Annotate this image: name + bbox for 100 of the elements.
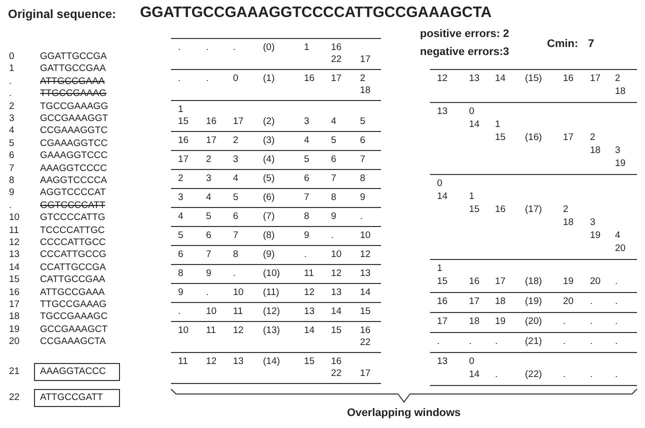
window-value: 8 <box>331 192 336 204</box>
window-value: 4 <box>615 230 620 242</box>
window-value: 9 <box>360 192 366 204</box>
window-value: 11 <box>206 325 216 337</box>
window-value: 4 <box>178 211 184 223</box>
window-value: 6 <box>206 230 212 242</box>
sequence-box: AAAGGTACCC <box>34 363 120 381</box>
window-value: 2 <box>233 135 238 147</box>
window-value: 9 <box>206 268 212 280</box>
window-value: 10 <box>178 325 189 337</box>
window-value: 5 <box>331 135 336 147</box>
window-value: 5 <box>360 116 366 128</box>
sequence-text: GATTGCCGAA <box>40 63 106 76</box>
window-number: (9) <box>263 249 275 261</box>
window-value: 17 <box>360 54 371 66</box>
window-value: 19 <box>615 158 626 170</box>
window-value: 14 <box>360 287 371 299</box>
sequence-text: GGATTGCCGAAAGGTCCCCATTGCCGAAAGCTA <box>140 4 492 22</box>
window-value: 14 <box>495 73 506 85</box>
window-number: (17) <box>525 204 542 216</box>
window-value: 12 <box>233 325 244 337</box>
window-value: 17 <box>360 368 371 380</box>
window-value: 15 <box>178 116 189 128</box>
window-value: . <box>304 249 307 261</box>
window-number: (11) <box>263 287 280 299</box>
window-value: 22 <box>331 368 342 380</box>
sequence-text: CCCATTGCCG <box>40 249 106 262</box>
window-number: (22) <box>525 369 542 381</box>
row-number: 6 <box>9 150 14 162</box>
window-value: 7 <box>360 154 366 166</box>
window-value: 17 <box>437 316 448 328</box>
window-value: 7 <box>206 249 212 261</box>
window-number: (0) <box>263 42 275 54</box>
window-value: 2 <box>178 173 184 185</box>
window-value: . <box>206 287 209 299</box>
window-value: 16 <box>331 356 342 368</box>
row-number: . <box>9 200 12 212</box>
window-value: 13 <box>233 356 244 368</box>
window-value: 14 <box>469 369 480 381</box>
sequence-text: CCGAAAGCTA <box>40 336 106 348</box>
window-value: 4 <box>233 173 238 185</box>
row-number: 7 <box>9 162 14 175</box>
window-value: 3 <box>590 217 596 229</box>
row-number: 14 <box>9 262 20 274</box>
window-value: 18 <box>469 316 480 328</box>
window-value: 1 <box>437 263 442 275</box>
window-value: 16 <box>563 73 574 85</box>
error-value: 2 <box>503 28 510 41</box>
window-value: . <box>615 296 618 308</box>
window-value: 5 <box>206 211 212 223</box>
window-number: (10) <box>263 268 280 280</box>
window-value: 16 <box>437 296 448 308</box>
window-value: . <box>590 316 593 328</box>
sequence-text: CCCCATTGCC <box>40 237 106 249</box>
window-value: 12 <box>437 73 448 85</box>
window-value: . <box>360 211 363 223</box>
window-value: . <box>495 369 498 381</box>
window-value: 12 <box>206 356 217 368</box>
error-label: negative errors: <box>420 46 504 59</box>
sequence-text: GCCGAAAGGT <box>40 113 108 125</box>
window-value: 6 <box>360 135 366 147</box>
window-value: . <box>590 336 593 348</box>
window-value: 7 <box>233 230 238 242</box>
window-value: 3 <box>178 192 184 204</box>
sequence-text: GGTCCCCATT <box>40 200 106 212</box>
row-number: 8 <box>9 175 14 187</box>
window-value: . <box>590 369 593 381</box>
row-number: 21 <box>9 366 20 378</box>
window-value: 18 <box>360 85 371 97</box>
window-value: . <box>615 276 618 288</box>
sequence-text: TTGCCGAAAG <box>40 88 107 100</box>
row-number: 4 <box>9 125 14 138</box>
window-value: 2 <box>615 73 620 85</box>
window-value: 15 <box>495 132 506 144</box>
sequence-text: ATTGCCGAAA <box>40 76 105 88</box>
window-number: (16) <box>525 132 542 144</box>
window-value: 17 <box>233 116 244 128</box>
window-value: 6 <box>233 211 238 223</box>
window-value: . <box>563 336 566 348</box>
window-number: (20) <box>525 316 542 328</box>
window-value: . <box>563 369 566 381</box>
sequence-text: CGAAAGGTCC <box>40 138 108 150</box>
window-value: 3 <box>615 145 620 157</box>
row-number: 5 <box>9 138 14 150</box>
sequence-text: GAAAGGTCCC <box>40 150 108 162</box>
window-number: (4) <box>263 154 275 166</box>
window-value: 1 <box>469 191 474 203</box>
window-number: (6) <box>263 192 275 204</box>
window-value: 0 <box>469 106 474 118</box>
window-value: 14 <box>304 325 315 337</box>
sequence-text: TCCCCATTGC <box>40 224 105 237</box>
window-value: 16 <box>495 204 506 216</box>
window-value: . <box>331 230 334 242</box>
sequence-text: AGGTCCCCAT <box>40 187 106 200</box>
window-number: (19) <box>525 296 542 308</box>
window-value: . <box>178 73 181 85</box>
window-value: 18 <box>563 217 574 229</box>
window-number: (7) <box>263 211 275 223</box>
window-value: 16 <box>360 325 371 337</box>
window-value: 13 <box>331 287 342 299</box>
